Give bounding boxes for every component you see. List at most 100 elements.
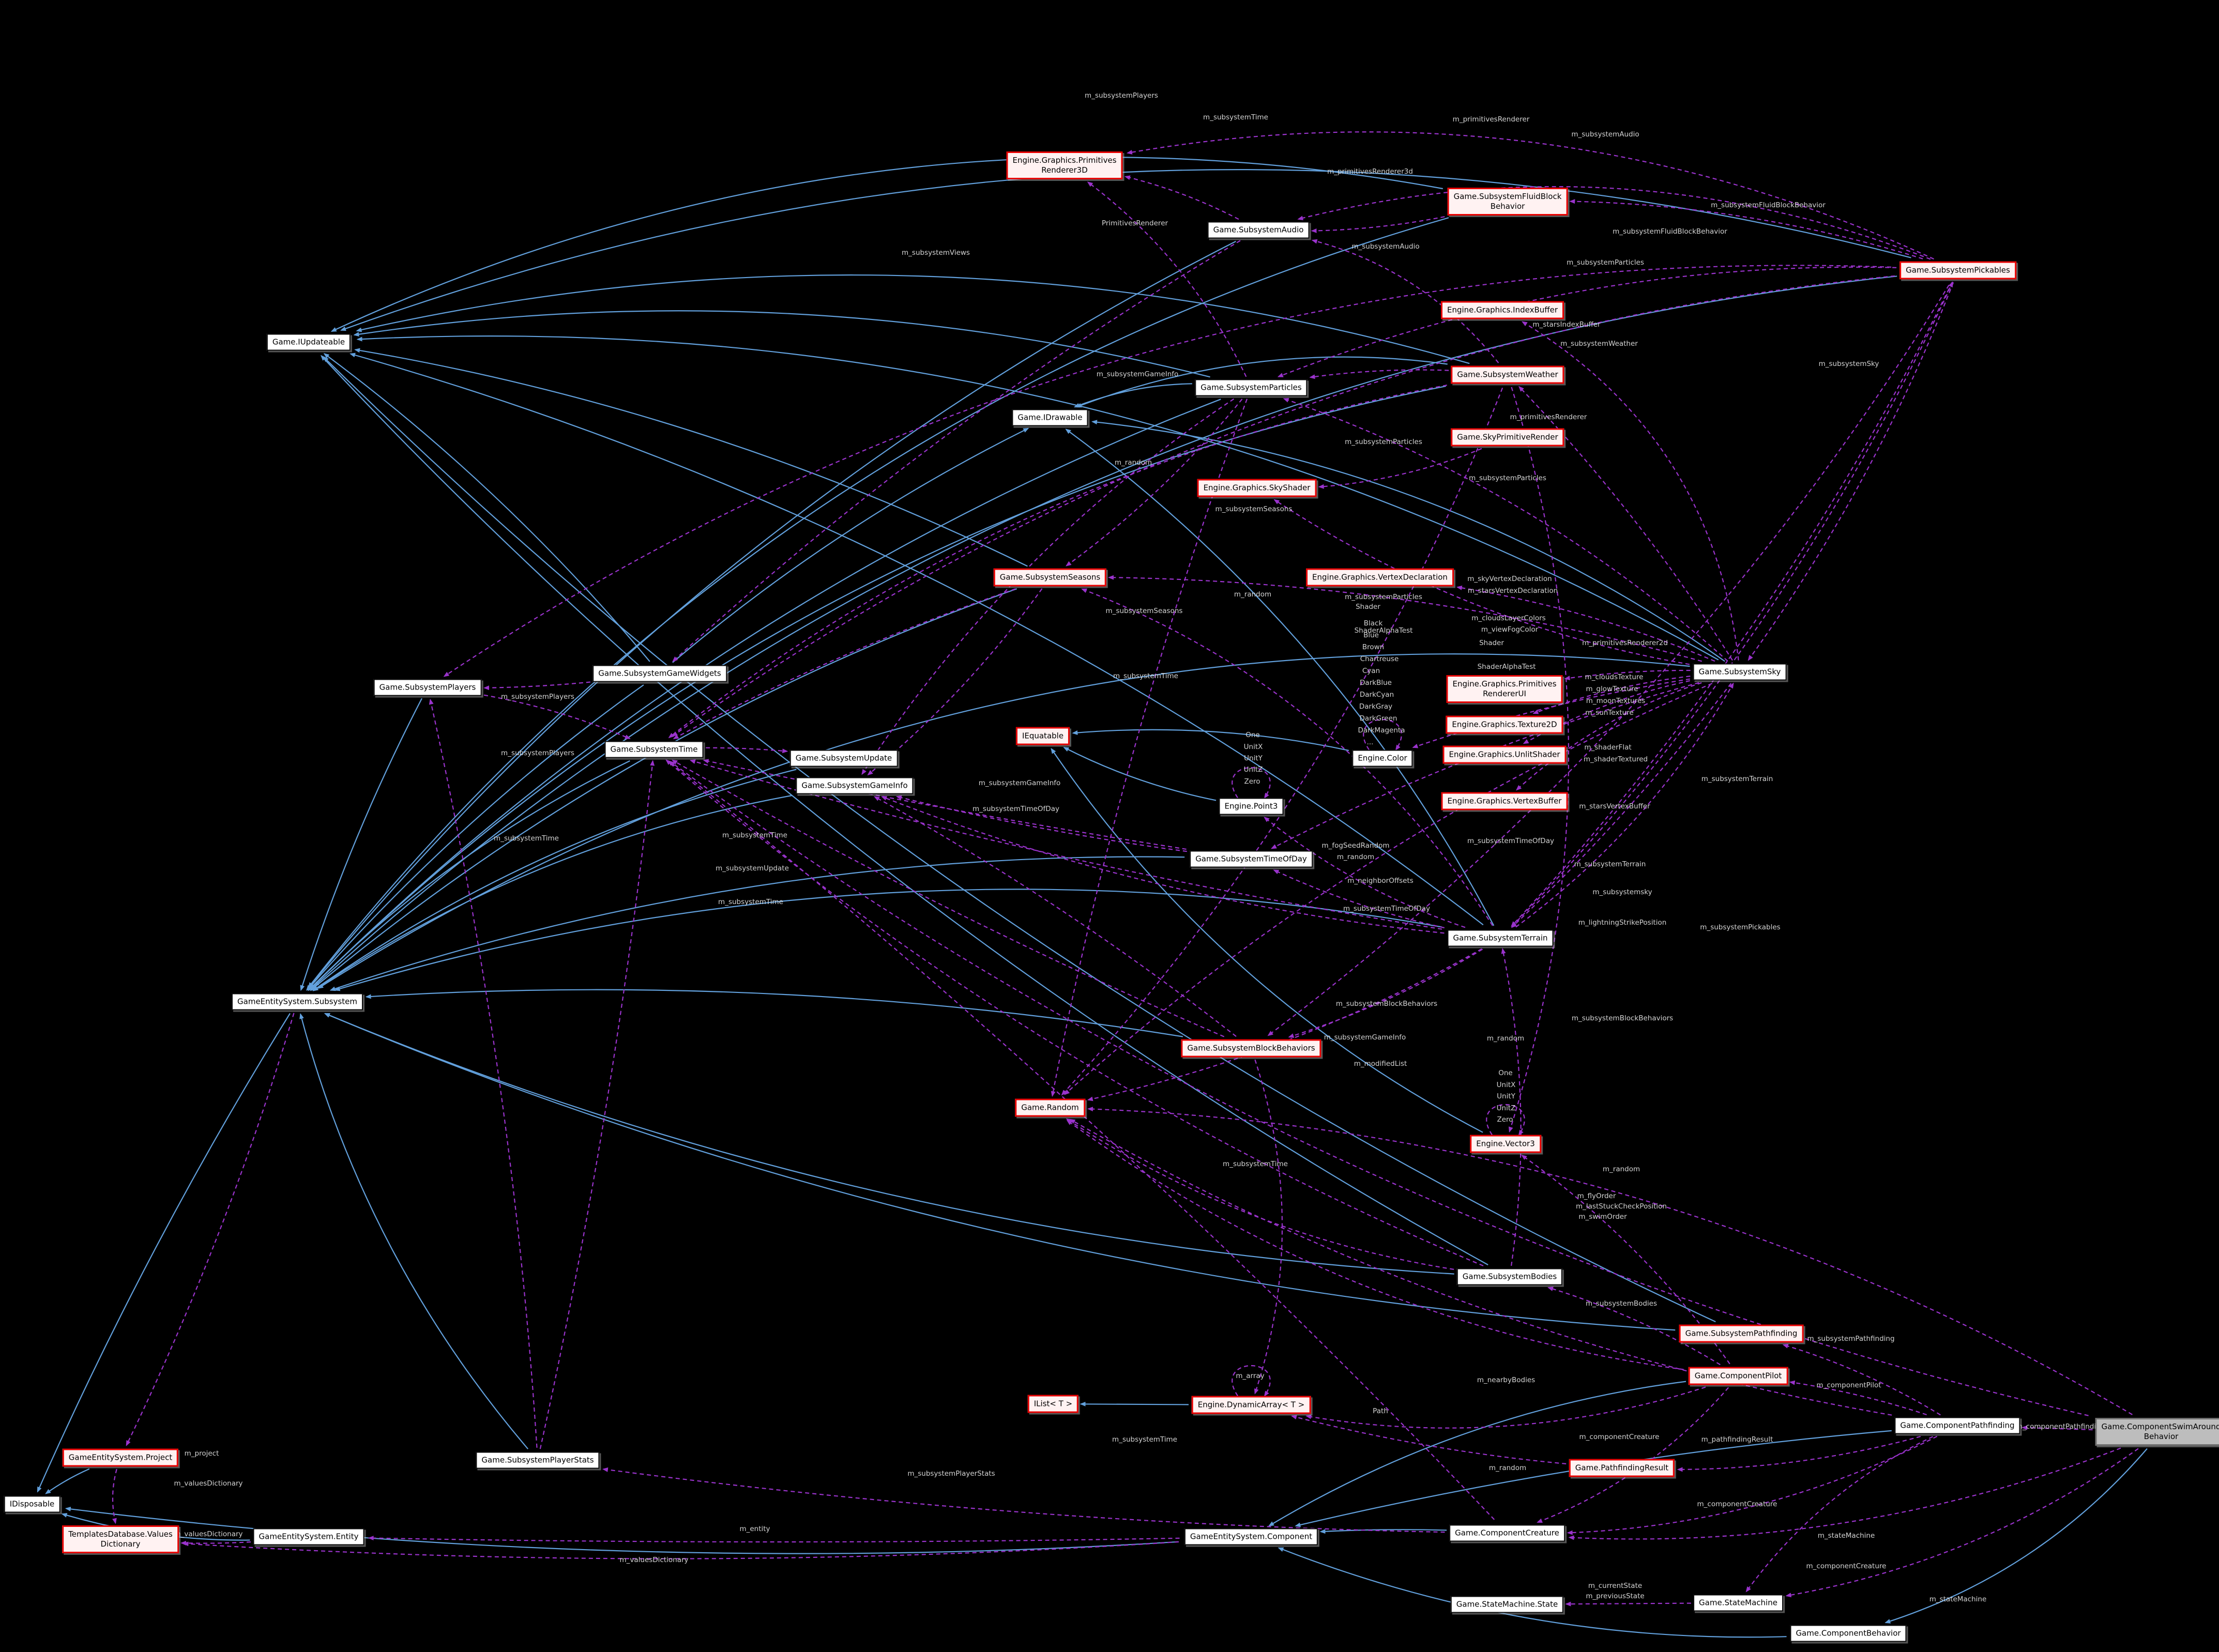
node-statemachine[interactable]: Game.StateMachine	[1693, 1594, 1783, 1612]
node-gamewidgets[interactable]: Game.SubsystemGameWidgets	[592, 665, 727, 682]
node-vertexdecl[interactable]: Engine.Graphics.VertexDeclaration	[1306, 568, 1454, 587]
inheritance-edge	[1884, 1448, 2148, 1624]
usage-edge	[368, 1536, 1180, 1543]
edge-label: m_subsystemWeather	[1560, 340, 1638, 348]
edge-label: DarkBlue	[1360, 679, 1392, 687]
node-label: Game.Random	[1021, 1103, 1079, 1112]
node-idisposable[interactable]: IDisposable	[4, 1495, 60, 1513]
node-sky[interactable]: Game.SubsystemSky	[1693, 663, 1787, 681]
node-unlitshader[interactable]: Engine.Graphics.UnlitShader	[1442, 745, 1567, 764]
node-vector3[interactable]: Engine.Vector3	[1470, 1135, 1541, 1153]
node-ilist[interactable]: IList< T >	[1027, 1395, 1079, 1413]
usage-edge	[1311, 216, 1445, 233]
node-pathresult[interactable]: Game.PathfindingResult	[1569, 1459, 1675, 1477]
node-weather[interactable]: Game.SubsystemWeather	[1451, 365, 1564, 384]
usage-edge	[1568, 1447, 2121, 1540]
node-playerstats[interactable]: Game.SubsystemPlayerStats	[476, 1451, 600, 1469]
edge-label: m_subsystemTime	[1113, 672, 1178, 680]
node-label: Game.SubsystemPlayerStats	[481, 1455, 594, 1465]
inheritance-edge	[1072, 729, 1349, 751]
node-audio[interactable]: Game.SubsystemAudio	[1207, 221, 1310, 239]
usage-edge	[1271, 682, 1699, 849]
edge-label: m_subsystemSeasons	[1105, 607, 1183, 615]
node-skyshader[interactable]: Engine.Graphics.SkyShader	[1197, 479, 1317, 497]
edge-label: m_sunTexture	[1585, 709, 1634, 717]
inheritance-edge	[353, 310, 1210, 378]
inheritance-edge	[307, 684, 644, 991]
node-blockbehaviors[interactable]: Game.SubsystemBlockBehaviors	[1181, 1039, 1321, 1058]
node-particles[interactable]: Game.SubsystemParticles	[1195, 379, 1308, 396]
node-dynarray[interactable]: Engine.DynamicArray< T >	[1191, 1396, 1311, 1414]
node-update[interactable]: Game.SubsystemUpdate	[789, 749, 898, 767]
edge-label: m_subsystemTime	[1203, 113, 1268, 121]
edge-label: m_currentState	[1588, 1582, 1643, 1590]
usage-edge	[1515, 682, 1734, 928]
inheritance-edge	[317, 653, 1690, 989]
node-component[interactable]: GameEntitySystem.Component	[1184, 1528, 1318, 1546]
edge-label: m_componentPathfinding	[2015, 1422, 2105, 1431]
node-vertexbuffer[interactable]: Engine.Graphics.VertexBuffer	[1441, 792, 1568, 810]
inheritance-edge	[321, 355, 1488, 1265]
edge-label: m_subsystemSeasons	[1215, 505, 1293, 513]
edge-label: m_valuesDictionary	[619, 1556, 689, 1564]
node-skyprim[interactable]: Game.SkyPrimitiveRender	[1451, 428, 1564, 447]
edge-label: m_random	[1336, 853, 1375, 861]
node-label: IDisposable	[9, 1499, 55, 1509]
edge-label: DarkGray	[1359, 702, 1393, 711]
edge-label: m_random	[1114, 458, 1152, 467]
usage-edge	[867, 588, 1043, 776]
edge-label: m_subsystemAudio	[1571, 130, 1639, 139]
node-smstate[interactable]: Game.StateMachine.State	[1450, 1596, 1564, 1613]
node-terrain[interactable]: Game.SubsystemTerrain	[1447, 929, 1554, 947]
edge-label: m_subsystemParticles	[1345, 593, 1422, 601]
inheritance-edge	[356, 274, 1470, 364]
edge-label: m_subsystemFluidBlockBehavior	[1613, 227, 1727, 236]
usage-edge	[1789, 1380, 1927, 1416]
usage-edge	[673, 588, 1016, 740]
node-time[interactable]: Game.SubsystemTime	[604, 741, 704, 758]
node-idrawable[interactable]: Game.IDrawable	[1012, 409, 1088, 426]
usage-edge	[1785, 1448, 2139, 1598]
node-gameinfo[interactable]: Game.SubsystemGameInfo	[796, 777, 914, 794]
inheritance-edge	[324, 1013, 1454, 1275]
usage-edge	[874, 796, 1237, 1037]
node-project[interactable]: GameEntitySystem.Project	[62, 1448, 179, 1467]
inheritance-edge	[312, 795, 792, 991]
node-subsystem[interactable]: GameEntitySystem.Subsystem	[232, 993, 363, 1011]
edge-label: m_random	[1602, 1165, 1640, 1173]
node-behavior[interactable]: Game.ComponentBehavior	[1790, 1625, 1907, 1642]
node-bodies[interactable]: Game.SubsystemBodies	[1456, 1268, 1563, 1286]
node-timeofday[interactable]: Game.SubsystemTimeOfDay	[1190, 850, 1313, 868]
usage-edge	[1564, 669, 1691, 681]
node-creature[interactable]: Game.ComponentCreature	[1449, 1524, 1565, 1542]
node-seasons[interactable]: Game.SubsystemSeasons	[993, 568, 1107, 587]
usage-edge	[672, 240, 1241, 662]
node-texture2d[interactable]: Engine.Graphics.Texture2D	[1446, 715, 1563, 734]
node-componentpathfinding[interactable]: Game.ComponentPathfinding	[1894, 1417, 2020, 1434]
inheritance-edge	[1051, 747, 1483, 1133]
node-players[interactable]: Game.SubsystemPlayers	[373, 679, 482, 696]
edge-label: m_starsVertexBuffer	[1579, 802, 1650, 810]
node-random[interactable]: Game.Random	[1015, 1098, 1085, 1117]
node-color[interactable]: Engine.Color	[1352, 749, 1413, 767]
inheritance-edge	[45, 1468, 90, 1494]
node-pickables[interactable]: Game.SubsystemPickables	[1899, 261, 2016, 280]
node-entity[interactable]: GameEntitySystem.Entity	[253, 1528, 364, 1546]
node-iupdateable[interactable]: Game.IUpdateable	[266, 333, 351, 351]
usage-edge	[1126, 131, 1934, 260]
node-label: Game.SubsystemFluidBlock	[1453, 192, 1562, 201]
edge-label: m_subsystemTimeOfDay	[1343, 905, 1430, 913]
edge-label: m_viewFogColor	[1481, 625, 1539, 634]
node-pilot[interactable]: Game.ComponentPilot	[1688, 1367, 1788, 1385]
inheritance-edge	[349, 353, 1484, 926]
node-indexbuffer[interactable]: Engine.Graphics.IndexBuffer	[1440, 301, 1564, 319]
node-equatable[interactable]: IEquatable	[1015, 727, 1070, 745]
node-pathfinding[interactable]: Game.SubsystemPathfinding	[1679, 1324, 1804, 1343]
node-point3[interactable]: Engine.Point3	[1219, 798, 1284, 815]
